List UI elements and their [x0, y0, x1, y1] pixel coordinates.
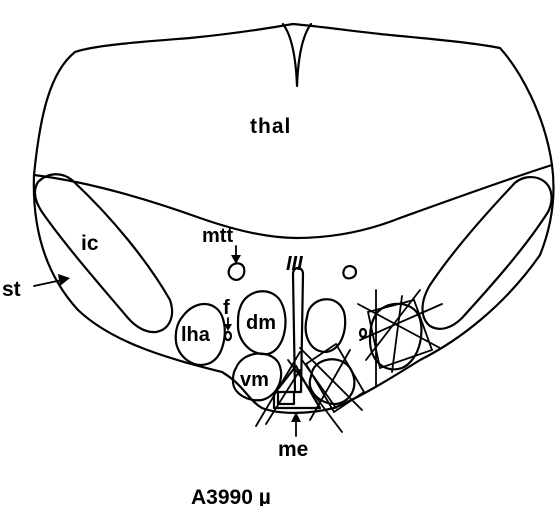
- st-arrow-head: [58, 274, 70, 286]
- label-ic: ic: [81, 232, 99, 255]
- label-vm: vm: [240, 369, 269, 391]
- mtt-right: [343, 266, 356, 278]
- fornix-right: [360, 329, 366, 337]
- section-caption: A3990 µ: [191, 486, 271, 506]
- midline-notch: [283, 24, 311, 86]
- label-thal: thal: [250, 115, 291, 138]
- label-me: me: [278, 438, 308, 461]
- label-f: f: [223, 297, 230, 319]
- internal-capsule-right: [423, 177, 552, 329]
- fornix-left: [225, 332, 231, 340]
- label-iii: III: [286, 253, 303, 275]
- label-dm: dm: [246, 312, 276, 334]
- dm-nucleus-right: [306, 299, 346, 352]
- mtt-left: [229, 263, 245, 280]
- internal-capsule-left: [35, 174, 172, 332]
- label-lha: lha: [181, 324, 211, 346]
- label-st: st: [2, 278, 21, 301]
- label-mtt: mtt: [202, 225, 233, 247]
